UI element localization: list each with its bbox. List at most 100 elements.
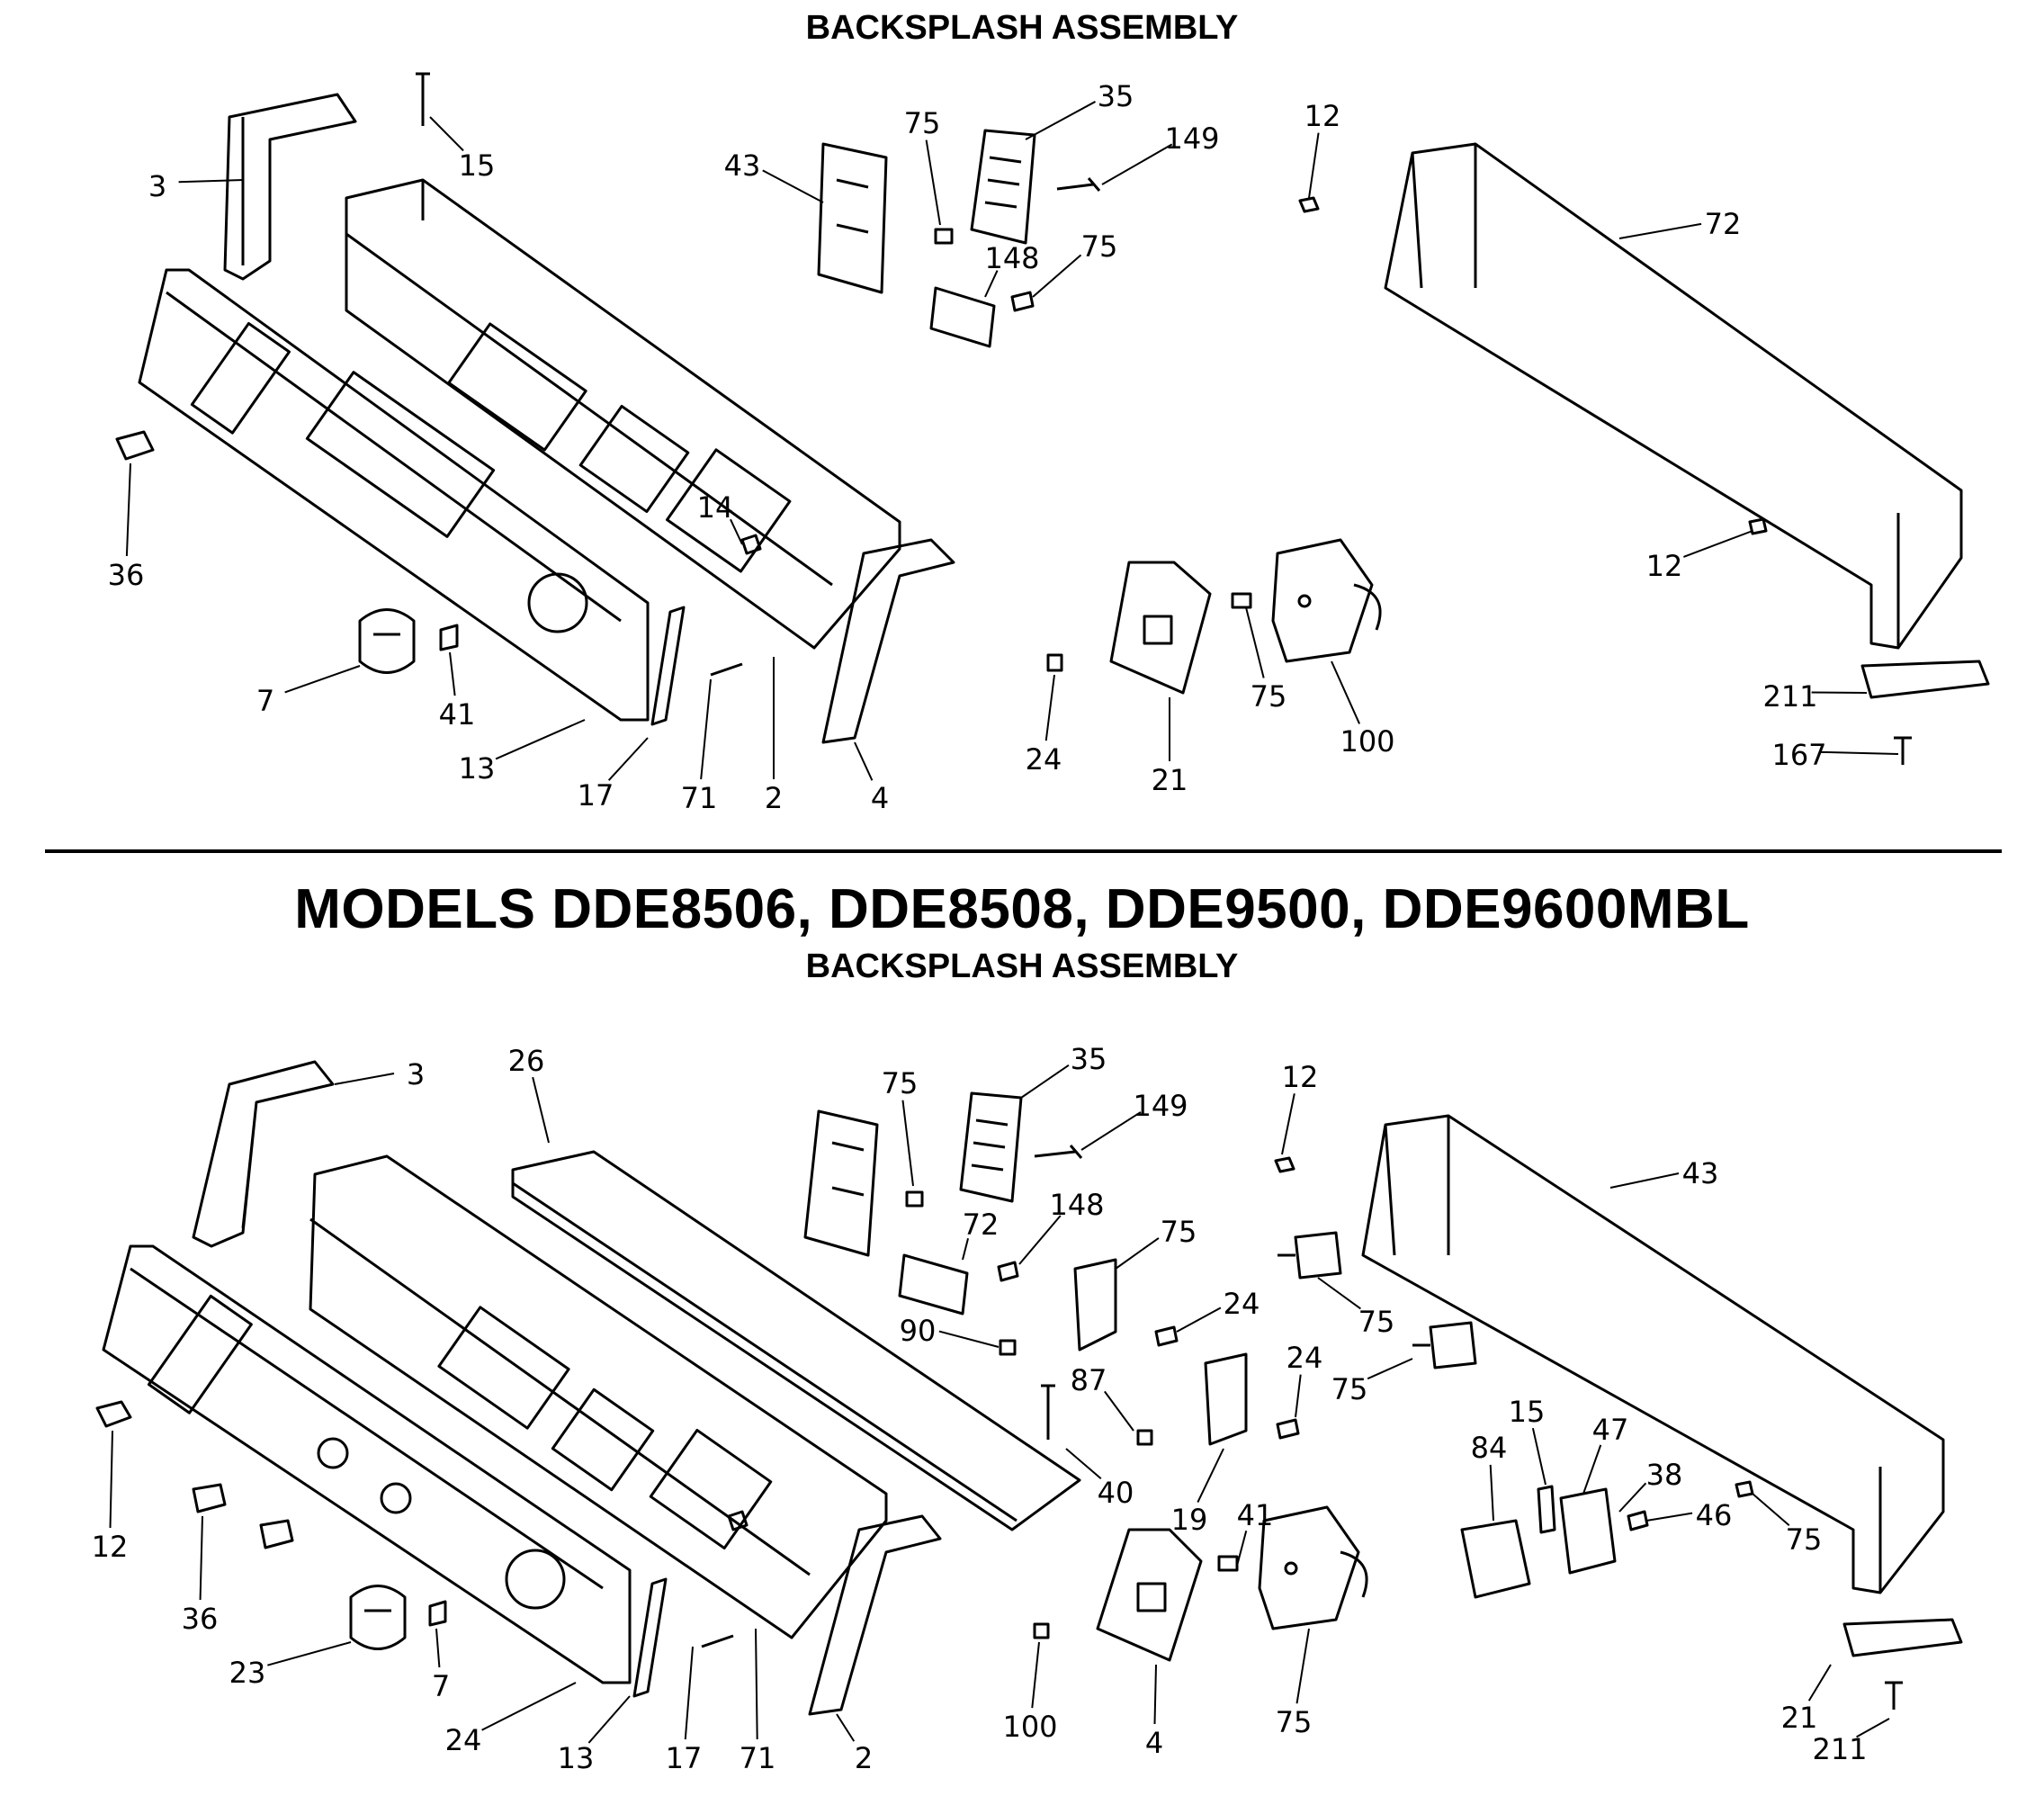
bottom-callout-100: 100 [1002, 1710, 1057, 1744]
part-screw-75c-top [1231, 592, 1252, 609]
housing-window-b2 [551, 1387, 655, 1492]
bottom-leader-24 [1295, 1374, 1302, 1418]
bottom-leader-149 [1080, 1111, 1142, 1151]
bottom-callout-47: 47 [1592, 1413, 1629, 1447]
top-callout-12: 12 [1646, 549, 1683, 583]
bottom-leader-148 [1018, 1215, 1062, 1265]
part-mount-211-top [1860, 660, 1990, 699]
top-leader-71 [700, 678, 712, 780]
bottom-callout-84: 84 [1471, 1431, 1508, 1465]
bottom-callout-26: 26 [508, 1044, 545, 1078]
part-clip-12a-bottom [1274, 1156, 1295, 1173]
part-timer-knob-bottom [349, 1585, 407, 1650]
part-knob-insert-top [439, 624, 459, 651]
panel-knob-hole-1 [317, 1437, 349, 1469]
top-leader-100 [1331, 660, 1360, 724]
part-screw-167-top [1894, 736, 1912, 765]
panel-button-block [190, 321, 291, 435]
part-end-cap-left-top [223, 93, 357, 281]
bottom-callout-21: 21 [1781, 1701, 1818, 1735]
part-clip-47 [1537, 1485, 1556, 1534]
bottom-leader-12 [1281, 1093, 1295, 1155]
bottom-leader-71 [755, 1628, 758, 1740]
part-end-cap-right-bottom [808, 1514, 942, 1716]
panel-display-window [305, 371, 496, 538]
part-screw-75f-bottom [1217, 1555, 1239, 1572]
bottom-callout-87: 87 [1071, 1363, 1107, 1397]
part-knob-small-bottom [95, 1400, 132, 1428]
top-callout-3: 3 [148, 169, 166, 203]
section-divider [45, 849, 2002, 853]
part-mount-bracket-43-top [817, 142, 888, 294]
top-leader-14 [730, 518, 743, 545]
part-bracket-23 [1204, 1352, 1248, 1446]
bottom-callout-4: 4 [1145, 1726, 1163, 1760]
bottom-callout-12: 12 [1282, 1060, 1319, 1094]
part-screw-top [416, 72, 430, 126]
top-callout-7: 7 [256, 684, 274, 718]
part-front-panel-top [138, 268, 650, 722]
top-callout-13: 13 [459, 751, 496, 786]
top-leader-15 [429, 116, 464, 152]
part-switch-40 [1412, 1321, 1477, 1369]
callout-leader-lines [109, 101, 1899, 1744]
bottom-leader-75 [1295, 1628, 1310, 1704]
top-callout-24: 24 [1026, 742, 1062, 777]
top-callout-167: 167 [1771, 738, 1826, 772]
bottom-leader-75 [1367, 1358, 1413, 1380]
part-timer-100-top [1271, 538, 1382, 663]
part-screw-75d-bottom [1276, 1418, 1300, 1440]
part-screw-24b-bottom [1136, 1429, 1153, 1446]
bottom-callout-12: 12 [92, 1530, 129, 1564]
part-bracket-bottom [632, 1577, 668, 1698]
top-leader-17 [607, 737, 649, 781]
bottom-callout-71: 71 [740, 1741, 776, 1775]
bottom-leader-21 [1807, 1664, 1832, 1702]
bottom-callout-46: 46 [1696, 1498, 1733, 1532]
bottom-callout-7: 7 [432, 1669, 450, 1703]
top-callout-75: 75 [1251, 679, 1287, 714]
top-leader-7 [284, 665, 361, 694]
part-mount-211-bottom [1842, 1618, 1963, 1657]
bottom-callout-3: 3 [407, 1057, 425, 1091]
part-switch-35-bottom [959, 1091, 1023, 1203]
part-screw-149-top [1056, 177, 1101, 192]
part-bracket-90 [1073, 1258, 1117, 1352]
top-callout-35: 35 [1098, 79, 1134, 113]
top-leader-43 [762, 169, 824, 203]
bottom-callout-24: 24 [1286, 1341, 1323, 1375]
top-leader-35 [1025, 101, 1096, 140]
bottom-leader-72 [962, 1238, 970, 1261]
part-rear-trough-bottom [1361, 1114, 1945, 1594]
bottom-callout-36: 36 [182, 1602, 219, 1636]
bottom-leader-7 [435, 1628, 441, 1668]
bottom-callout-23: 23 [229, 1656, 266, 1690]
bottom-leader-41 [1236, 1531, 1248, 1567]
part-trim-strip-26 [511, 1150, 1081, 1531]
top-callout-71: 71 [681, 781, 718, 815]
part-knob-19b [259, 1519, 294, 1549]
timer-shaft-bottom [1284, 1561, 1298, 1576]
plate-21-hole-bottom [1136, 1582, 1167, 1612]
part-screw-71-bottom [701, 1634, 734, 1648]
part-screw-24-top [1046, 653, 1063, 672]
part-mount-bracket-43-bottom [803, 1109, 879, 1257]
top-leader-75 [1032, 254, 1082, 298]
top-callout-72: 72 [1705, 207, 1742, 241]
part-rear-trough-top [1384, 142, 1963, 650]
bottom-leader-38 [1618, 1482, 1647, 1513]
bottom-leader-36 [199, 1515, 203, 1601]
part-bracket-148-top [929, 286, 996, 348]
top-callout-17: 17 [578, 778, 614, 813]
panel-dial-ring [527, 572, 588, 633]
bottom-leader-75 [1115, 1237, 1160, 1270]
bottom-callout-75: 75 [882, 1066, 919, 1100]
part-sensor-84 [1559, 1487, 1617, 1575]
top-leader-12 [1308, 132, 1320, 199]
top-callout-75: 75 [904, 106, 941, 140]
bottom-leader-13 [587, 1695, 631, 1744]
top-callout-148: 148 [984, 241, 1039, 275]
top-leader-75 [925, 139, 941, 226]
